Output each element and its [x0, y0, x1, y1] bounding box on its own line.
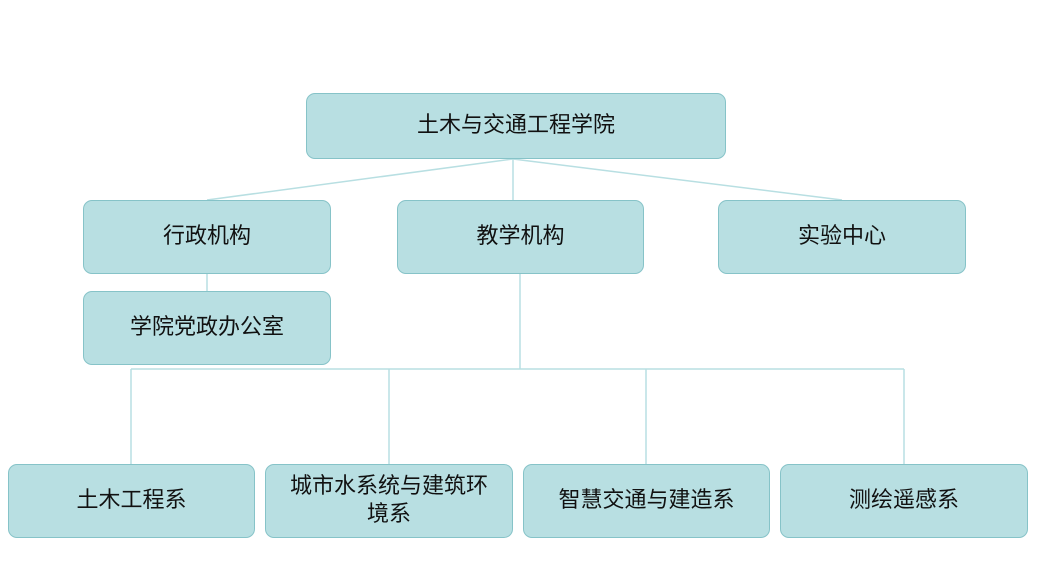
node-department-smart-transport: 智慧交通与建造系	[523, 464, 770, 538]
node-teaching: 教学机构	[397, 200, 644, 274]
node-department-civil-label: 土木工程系	[76, 488, 187, 513]
node-department-smart-transport-label: 智慧交通与建造系	[558, 488, 735, 513]
connector-root-lab	[512, 158, 843, 201]
connector-root-admin	[206, 158, 514, 201]
node-college-label: 土木与交通工程学院	[416, 113, 615, 138]
node-party-admin-office: 学院党政办公室	[83, 291, 331, 365]
node-party-admin-office-label: 学院党政办公室	[129, 315, 284, 340]
node-department-surveying-label: 测绘遥感系	[848, 488, 959, 513]
node-department-surveying: 测绘遥感系	[780, 464, 1028, 538]
node-department-urban-water: 城市水系统与建筑环境系	[265, 464, 513, 538]
node-department-civil: 土木工程系	[8, 464, 255, 538]
node-administration: 行政机构	[83, 200, 331, 274]
node-college: 土木与交通工程学院	[306, 93, 726, 159]
node-administration-label: 行政机构	[162, 224, 251, 249]
node-lab-center: 实验中心	[718, 200, 966, 274]
node-teaching-label: 教学机构	[476, 224, 565, 249]
node-lab-center-label: 实验中心	[797, 224, 886, 249]
node-department-urban-water-label: 城市水系统与建筑环境系	[289, 474, 488, 527]
